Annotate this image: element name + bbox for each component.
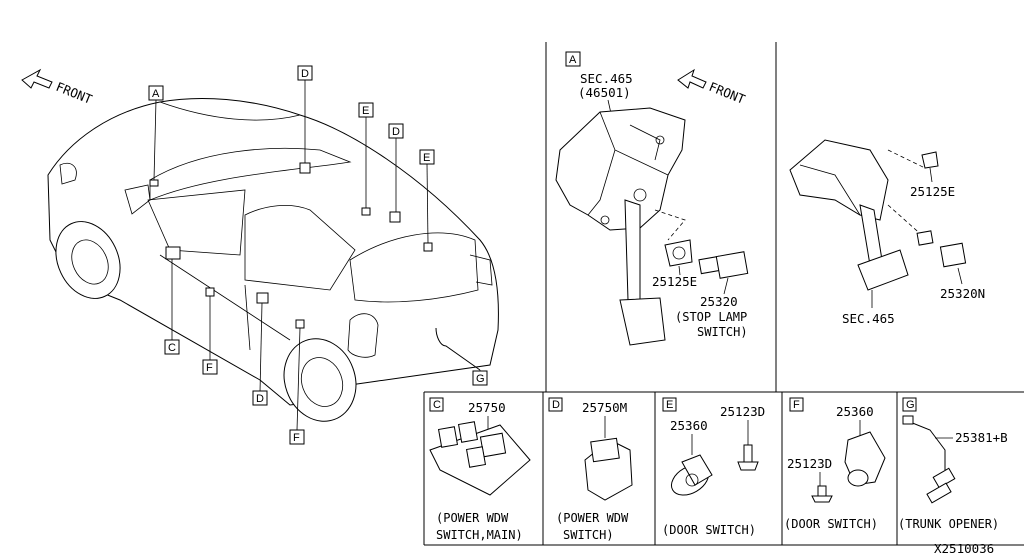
front-arrow-icon — [21, 68, 53, 89]
part-25320n-label: 25320N — [940, 286, 985, 301]
panel-e-part-2-label: 25123D — [720, 404, 765, 419]
svg-text:C: C — [168, 342, 176, 354]
callout-e1: E — [358, 102, 374, 118]
panel-f-part-1-label: 25360 — [836, 404, 874, 419]
callout-d1: D — [297, 65, 313, 81]
clip-25125e-right — [921, 151, 939, 169]
callout-f1: F — [202, 359, 218, 375]
stop-lamp-caption-1: (STOP LAMP — [675, 310, 747, 324]
callout-d3: D — [252, 390, 268, 406]
stop-lamp-caption-2: SWITCH) — [697, 325, 748, 339]
marker-g-wire — [435, 327, 481, 371]
svg-text:E: E — [362, 105, 369, 117]
panel-e-caption: (DOOR SWITCH) — [662, 523, 756, 537]
panel-g-letter: G — [906, 399, 915, 411]
panel-d: D 25750M (POWER WDW SWITCH) — [548, 397, 633, 542]
svg-text:D: D — [392, 126, 400, 138]
front-label: FRONT — [54, 79, 95, 107]
panel-c-part-label: 25750 — [468, 400, 506, 415]
panel-f-part-2-label: 25123D — [787, 456, 832, 471]
callout-a: A — [148, 85, 164, 101]
svg-text:D: D — [301, 68, 309, 80]
part-25320-label: 25320 — [700, 294, 738, 309]
svg-text:F: F — [206, 362, 213, 374]
panel-a: A SEC.465 (46501) FRONT 2512 — [555, 51, 749, 346]
front-arrow-icon — [677, 68, 707, 89]
panel-d-caption-2: SWITCH) — [563, 528, 614, 542]
marker-f2-component — [295, 319, 305, 329]
panel-c-caption-2: SWITCH,MAIN) — [436, 528, 523, 542]
svg-text:F: F — [293, 432, 300, 444]
marker-f1-component — [205, 287, 215, 297]
sec-46501-label: (46501) — [578, 85, 631, 100]
trunk-opener-switch — [902, 415, 956, 504]
power-window-switch — [584, 437, 633, 501]
panel-f: F 25360 25123D (DOOR SWITCH) — [784, 397, 886, 531]
marker-e2-component — [423, 242, 433, 252]
panel-f-letter: F — [793, 399, 800, 411]
panel-g: G 25381+B (TRUNK OPENER) — [898, 397, 1008, 531]
pedal-bracket-alt — [789, 139, 909, 291]
panel-d-part-label: 25750M — [582, 400, 627, 415]
panel-e-part-1-label: 25360 — [670, 418, 708, 433]
svg-text:A: A — [152, 88, 160, 100]
sec-465-label: SEC.465 — [580, 71, 633, 86]
door-switch-e — [671, 454, 713, 496]
svg-text:D: D — [256, 393, 264, 405]
right-sec-465-label: SEC.465 — [842, 311, 895, 326]
callout-c: C — [164, 339, 180, 355]
marker-c-component — [165, 246, 181, 260]
svg-text:G: G — [476, 373, 485, 385]
stop-lamp-switch-25320 — [698, 251, 749, 279]
marker-d2-component — [389, 211, 401, 223]
switch-25320n — [916, 230, 967, 268]
panel-c-letter: C — [433, 399, 441, 411]
bolt-25123d-e — [737, 444, 759, 471]
marker-d1-component — [299, 162, 311, 174]
panel-e-letter: E — [666, 399, 673, 411]
callout-g: G — [472, 370, 488, 386]
svg-text:E: E — [423, 152, 430, 164]
diagram-id: X2510036 — [934, 541, 994, 556]
panel-d-letter: D — [552, 399, 560, 411]
part-25125e-label: 25125E — [652, 274, 697, 289]
marker-a-component — [149, 179, 159, 187]
clip-25125e — [664, 239, 693, 267]
panel-c: C 25750 (POWER WDW SWITCH,MAIN) — [429, 397, 531, 542]
panel-d-caption-1: (POWER WDW — [556, 511, 629, 525]
callout-f2: F — [289, 429, 305, 445]
panel-a-front-label: FRONT — [707, 79, 748, 107]
callout-d2: D — [388, 123, 404, 139]
panel-g-part-label: 25381+B — [955, 430, 1008, 445]
panel-e: E 25360 25123D (DOOR SWITCH) — [662, 397, 765, 537]
marker-d3-component — [256, 292, 269, 304]
panel-a-letter: A — [569, 54, 577, 66]
callout-e2: E — [419, 149, 435, 165]
vehicle-drawing: FRONT — [21, 68, 499, 431]
panel-c-caption-1: (POWER WDW — [436, 511, 509, 525]
main-power-window-switch — [429, 421, 531, 496]
brake-pedal-assembly — [555, 107, 686, 346]
panel-f-caption: (DOOR SWITCH) — [784, 517, 878, 531]
marker-e1-component — [361, 207, 371, 216]
panel-a-letter-box — [565, 51, 581, 67]
panel-right: 25125E 25320N SEC.465 — [789, 139, 985, 326]
right-part-25125e-label: 25125E — [910, 184, 955, 199]
panel-g-caption: (TRUNK OPENER) — [898, 517, 999, 531]
bolt-25123d-f — [811, 485, 833, 503]
door-switch-f — [844, 431, 886, 487]
